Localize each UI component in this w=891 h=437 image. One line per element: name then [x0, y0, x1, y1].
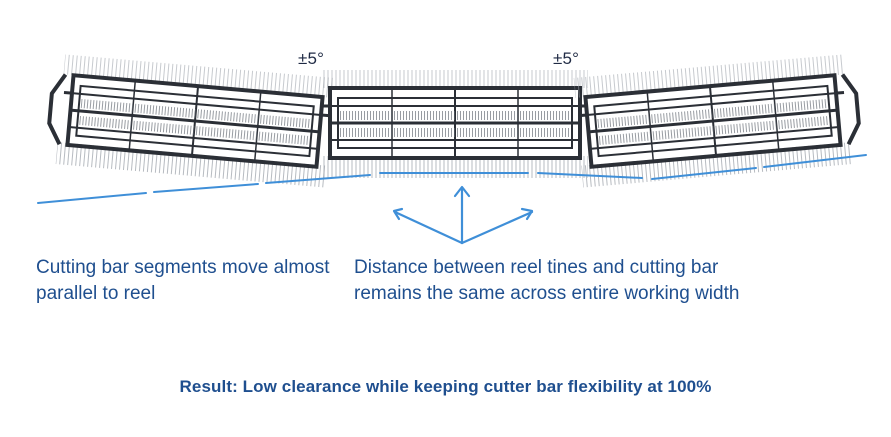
reel-body-center	[320, 86, 590, 160]
cutting-bar-segment	[153, 183, 259, 193]
tines-top-center	[322, 70, 588, 88]
cutting-bar-segment	[37, 192, 147, 204]
tines-right	[581, 142, 853, 188]
cutting-bar-segment	[651, 167, 757, 180]
reel-segment-right	[573, 54, 861, 188]
caption-segments: Cutting bar segments move almost paralle…	[36, 257, 330, 304]
reel-end-cap-right	[840, 73, 861, 146]
reel-segment-center	[320, 70, 590, 178]
cutting-bar	[37, 154, 867, 204]
three-way-arrow-icon	[392, 185, 534, 245]
cutting-bar-segment	[265, 174, 371, 184]
result-statement: Result: Low clearance while keeping cutt…	[179, 377, 712, 396]
reel-end-cap-left	[47, 73, 68, 146]
caption-distance: Distance between reel tines and cutting …	[354, 257, 740, 304]
tines-left	[55, 142, 327, 188]
tines-top-right	[573, 54, 845, 98]
reel-segment-left	[47, 54, 335, 188]
cutting-bar-segment	[537, 172, 643, 179]
angle-label-left: ±5°	[298, 49, 325, 68]
tines-top-left	[63, 54, 335, 98]
angle-label-right: ±5°	[553, 49, 580, 68]
cutting-bar-segment	[763, 154, 867, 168]
